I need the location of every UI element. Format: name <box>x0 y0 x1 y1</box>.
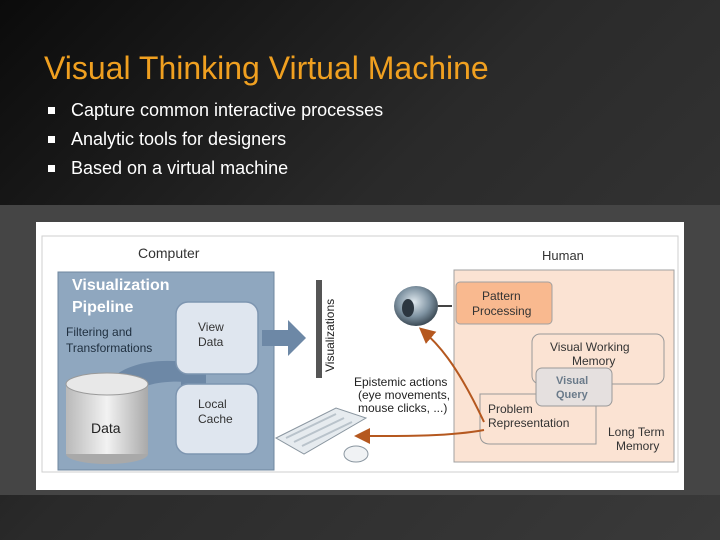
ltm-label-line2: Memory <box>616 439 659 453</box>
vwm-label-line1: Visual Working <box>550 340 630 354</box>
bullet-text: Analytic tools for designers <box>71 129 287 149</box>
epistemic-label-line3: mouse clicks, ...) <box>358 401 447 415</box>
filtering-label-line2: Transformations <box>66 341 152 355</box>
view-to-display-arrow <box>262 320 306 356</box>
eye-pupil <box>402 299 414 317</box>
square-bullet-icon <box>48 136 55 143</box>
view-data-box <box>175 301 259 375</box>
problem-label-line2: Representation <box>488 416 569 430</box>
local-cache-label-line2: Cache <box>198 412 233 426</box>
data-cylinder-icon <box>65 372 149 464</box>
visualizations-label: Visualizations <box>323 299 337 372</box>
vwm-label-line2: Memory <box>572 354 615 368</box>
epistemic-arrow-to-keyboard <box>354 428 485 445</box>
bullet-item: Based on a virtual machine <box>48 154 383 183</box>
bullet-item: Analytic tools for designers <box>48 125 383 154</box>
computer-label: Computer <box>138 245 200 261</box>
view-data-label-line2: Data <box>198 335 224 349</box>
square-bullet-icon <box>48 107 55 114</box>
mouse-icon <box>343 445 369 463</box>
pattern-label-line2: Processing <box>472 304 531 318</box>
square-bullet-icon <box>48 165 55 172</box>
local-cache-label-line1: Local <box>198 397 227 411</box>
keyboard-icon <box>274 407 368 455</box>
bullet-item: Capture common interactive processes <box>48 96 383 125</box>
ltm-label-line1: Long Term <box>608 425 664 439</box>
diagram-svg: Computer Human Visualization Pipeline Fi… <box>41 235 679 473</box>
epistemic-arrow-to-eye <box>418 327 485 423</box>
epistemic-label-line2: (eye movements, <box>358 388 450 402</box>
eye-icon <box>394 286 438 326</box>
visual-query-box <box>535 367 613 407</box>
slide-title: Visual Thinking Virtual Machine <box>44 50 489 86</box>
pipeline-title-line2: Pipeline <box>72 299 133 316</box>
filtering-label-line1: Filtering and <box>66 325 132 339</box>
visual-query-line1: Visual <box>556 375 588 387</box>
data-label: Data <box>91 420 121 436</box>
visual-query-line2: Query <box>556 389 589 401</box>
pattern-processing-box <box>455 281 553 325</box>
view-data-label-line1: View <box>198 320 224 334</box>
pattern-label-line1: Pattern <box>482 289 521 303</box>
diagram-figure: Computer Human Visualization Pipeline Fi… <box>36 222 684 490</box>
bullet-list: Capture common interactive processes Ana… <box>48 96 383 183</box>
epistemic-label-line1: Epistemic actions <box>354 375 447 389</box>
pipeline-title-line1: Visualization <box>72 277 170 294</box>
visualizations-screen <box>316 280 322 378</box>
bullet-text: Based on a virtual machine <box>71 158 289 178</box>
human-label: Human <box>542 248 584 263</box>
bullet-text: Capture common interactive processes <box>71 100 384 120</box>
local-cache-box <box>175 383 259 455</box>
problem-label-line1: Problem <box>488 402 533 416</box>
